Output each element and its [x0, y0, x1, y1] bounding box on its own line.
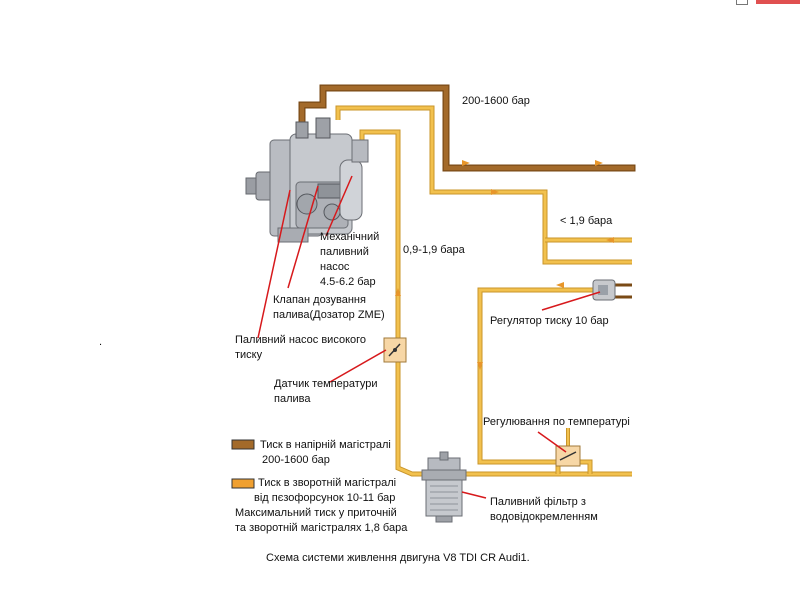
- legend-return-line1: Тиск в зворотній магістралі: [258, 477, 397, 489]
- high-pressure-line: [298, 84, 636, 172]
- hp-pump-line2: тиску: [235, 349, 263, 361]
- hp-pump-line1: Паливний насос високого: [235, 334, 367, 346]
- mech-pump-line2: паливний: [320, 246, 369, 258]
- minimize-icon[interactable]: [736, 0, 748, 5]
- label-pressure-low: < 1,9 бара: [560, 215, 613, 227]
- pressure-regulator: [592, 279, 632, 301]
- return-line-upper: [335, 105, 632, 265]
- label-temp-regulation: Регулювання по температурі: [483, 416, 630, 428]
- legend-return-line2: від пєзофорсунок 10-11 бар: [254, 492, 396, 504]
- label-pressure-supply: 0,9-1,9 бара: [403, 244, 465, 256]
- legend-return: Тиск в зворотній магістралі від пєзофорс…: [254, 476, 397, 506]
- mech-pump-line3: насос: [320, 261, 350, 273]
- label-hp-pump: Паливний насос високого тиску: [235, 333, 366, 363]
- fuel-filter: [421, 451, 467, 523]
- label-temp-sensor: Датчик температури палива: [274, 377, 378, 407]
- supply-line: [359, 129, 632, 477]
- legend-max-line1: Максимальний тиск у приточній: [235, 507, 397, 519]
- diagram-caption: Схема системи живлення двигуна V8 TDI CR…: [266, 552, 530, 564]
- temp-sensor-line1: Датчик температури: [274, 378, 378, 390]
- legend-max: Максимальний тиск у приточній та зворотн…: [235, 506, 407, 536]
- pointer-lines: [257, 175, 601, 499]
- metering-valve-line2: палива(Дозатор ZME): [273, 309, 385, 321]
- label-pressure-regulator: Регулятор тиску 10 бар: [490, 315, 609, 327]
- temp-sensor-line2: палива: [274, 393, 311, 405]
- temperature-regulator: [555, 445, 581, 467]
- legend-high: Тиск в напірній магістралі 200-1600 бар: [260, 438, 391, 468]
- legend-high-line2: 200-1600 бар: [262, 454, 330, 466]
- high-pressure-pump: [245, 117, 369, 243]
- metering-valve-line1: Клапан дозування: [273, 294, 366, 306]
- legend-swatch-high: [231, 439, 255, 450]
- label-dot: .: [99, 336, 103, 348]
- label-metering-valve: Клапан дозування палива(Дозатор ZME): [273, 293, 385, 323]
- legend-max-line2: та зворотній магістралях 1,8 бара: [235, 522, 408, 534]
- label-mech-pump: Механічний паливний насос 4.5-6.2 бар: [320, 230, 379, 290]
- fuel-filter-line2: водовідокремленням: [490, 511, 598, 523]
- flow-arrows: [395, 160, 614, 370]
- label-fuel-filter: Паливний фільтр з водовідокремленням: [490, 495, 598, 525]
- label-pressure-top: 200-1600 бар: [462, 95, 530, 107]
- fuel-filter-line1: Паливний фільтр з: [490, 496, 586, 508]
- mech-pump-line1: Механічний: [320, 231, 380, 243]
- legend-swatch-return: [231, 478, 255, 489]
- close-icon[interactable]: [756, 0, 800, 4]
- legend-high-line1: Тиск в напірній магістралі: [260, 439, 391, 451]
- mech-pump-line4: 4.5-6.2 бар: [320, 276, 376, 288]
- temperature-sensor: [383, 337, 407, 363]
